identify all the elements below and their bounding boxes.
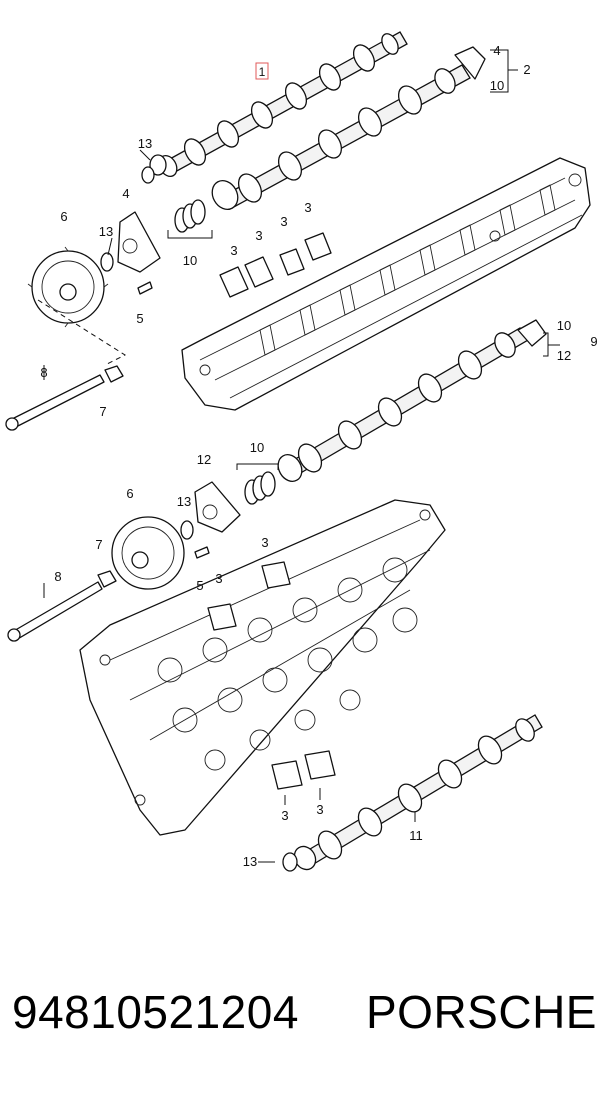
callout-12-b: 12 — [197, 452, 211, 467]
small-parts-upper — [5, 154, 167, 431]
camshaft-1 — [158, 31, 408, 178]
lifters-lower — [207, 561, 336, 790]
callout-10-c: 10 — [557, 318, 571, 333]
callout-3-d: 3 — [304, 200, 311, 215]
callout-labels: 1 4 2 10 13 4 6 13 10 5 3 3 3 3 10 9 12 … — [40, 43, 597, 869]
callout-7-b: 7 — [95, 537, 102, 552]
bracket-lower — [194, 481, 241, 533]
callout-12-a: 12 — [557, 348, 571, 363]
callout-8-b: 8 — [54, 569, 61, 584]
sprocket-lower — [111, 516, 185, 590]
callout-6-a: 6 — [60, 209, 67, 224]
callout-13-a: 13 — [138, 136, 152, 151]
camshaft-11 — [282, 714, 543, 872]
callout-7-a: 7 — [99, 404, 106, 419]
callout-3-c: 3 — [280, 214, 287, 229]
part-number: 94810521204 — [12, 986, 299, 1038]
callout-5-a: 5 — [136, 311, 143, 326]
callout-13-c: 13 — [177, 494, 191, 509]
callout-13-b: 13 — [99, 224, 113, 239]
upper-cylinder-head — [181, 157, 591, 411]
callout-4-top: 4 — [493, 43, 500, 58]
sprocket-upper — [27, 246, 109, 328]
lifters-upper — [219, 232, 332, 298]
seal-rings-middle — [244, 471, 276, 505]
small-parts-lower — [7, 520, 210, 642]
bracket-upper — [117, 211, 161, 273]
callout-3-g: 3 — [281, 808, 288, 823]
callout-2: 2 — [523, 62, 530, 77]
brand-name: PORSCHE — [366, 986, 597, 1038]
highlight-box-1 — [255, 62, 269, 80]
callout-9: 9 — [590, 334, 597, 349]
callout-3-a: 3 — [230, 243, 237, 258]
camshaft-2 — [211, 46, 486, 211]
callout-3-f: 3 — [215, 571, 222, 586]
callout-6-b: 6 — [126, 486, 133, 501]
callout-4-b: 4 — [122, 186, 129, 201]
callout-13-d: 13 — [243, 854, 257, 869]
callout-3-e: 3 — [261, 535, 268, 550]
callout-10-d: 10 — [250, 440, 264, 455]
callout-5-b: 5 — [196, 578, 203, 593]
callout-3-h: 3 — [316, 802, 323, 817]
leader-lines — [37, 49, 560, 863]
callout-8-a: 8 — [40, 365, 47, 380]
callout-10-top: 10 — [490, 78, 504, 93]
callout-11: 11 — [409, 828, 423, 843]
camshaft-9 — [277, 319, 547, 482]
callout-10-b: 10 — [183, 253, 197, 268]
callout-1: 1 — [259, 65, 266, 79]
callout-3-b: 3 — [255, 228, 262, 243]
seal-rings-upper — [174, 199, 206, 233]
lower-cylinder-head — [79, 499, 446, 836]
footer: 94810521204 PORSCHE — [0, 985, 600, 1055]
